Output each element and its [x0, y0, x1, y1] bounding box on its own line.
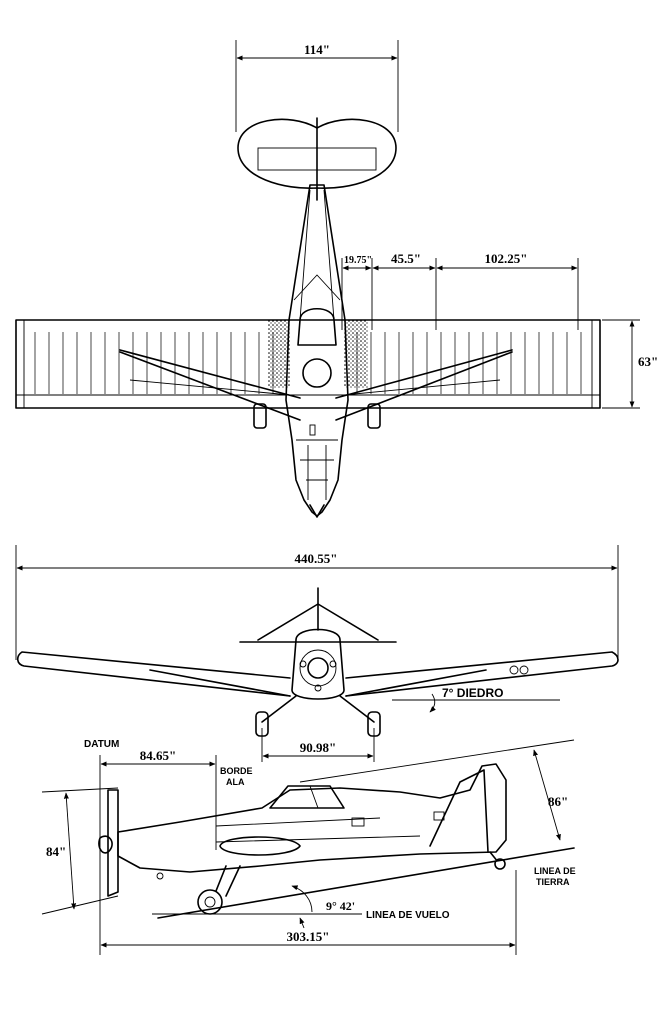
- side-fuselage: [117, 763, 507, 873]
- wingspan-label: 440.55": [295, 551, 338, 566]
- fuselage-stringers: [299, 189, 335, 321]
- le-label-2: ALA: [226, 777, 245, 787]
- side-main-gear: [213, 865, 241, 897]
- wing-planform: [15, 319, 601, 409]
- front-wing-left: [16, 651, 291, 697]
- front-view: 440.55" 7° DIEDRO 90.98": [15, 545, 619, 762]
- ground-line: [157, 847, 575, 919]
- wheel-left-top: [253, 403, 267, 429]
- tail-span-label: 114": [304, 42, 330, 57]
- dim-102-25-label: 102.25": [485, 251, 528, 266]
- height-label: 86": [548, 794, 568, 809]
- ground-line-label-2: TIERRA: [536, 877, 570, 887]
- datum-label: DATUM: [84, 739, 119, 750]
- length-label: 303.15": [287, 929, 330, 944]
- chord-label: 63": [638, 354, 658, 369]
- strut-right: [335, 349, 513, 421]
- spinner-top: [309, 504, 325, 518]
- propeller-side: [107, 789, 119, 897]
- side-view: DATUM 84.65" BORDE ALA 84": [41, 739, 576, 955]
- front-landing-gear: [261, 695, 375, 723]
- front-wing-right: [345, 651, 619, 697]
- top-view: 114": [15, 40, 658, 518]
- track-label: 90.98": [300, 740, 336, 755]
- angle-label: 9° 42': [326, 899, 355, 913]
- wing-root-left: [268, 320, 290, 388]
- strut-left: [119, 349, 301, 421]
- ground-line-label-1: LINEA DE: [534, 866, 576, 876]
- dim-45-5-label: 45.5": [391, 251, 421, 266]
- front-spinner: [307, 657, 329, 679]
- canopy-top: [297, 307, 337, 346]
- datum-to-le-label: 84.65": [140, 748, 176, 763]
- flight-line-label: LINEA DE VUELO: [366, 910, 450, 921]
- wheel-right-top: [367, 403, 381, 429]
- side-canopy: [269, 785, 345, 809]
- wing-root-right: [344, 320, 368, 388]
- le-label-1: BORDE: [220, 766, 253, 776]
- prop-diameter-label: 84": [46, 844, 66, 859]
- dim-19-75-label: 19.75": [344, 255, 372, 266]
- fuselage-top: [285, 184, 349, 517]
- dihedral-label: 7° DIEDRO: [442, 686, 503, 700]
- side-fin: [429, 769, 489, 853]
- side-wing: [219, 836, 301, 856]
- cowling-circle: [302, 358, 332, 388]
- front-fuselage: [291, 628, 345, 700]
